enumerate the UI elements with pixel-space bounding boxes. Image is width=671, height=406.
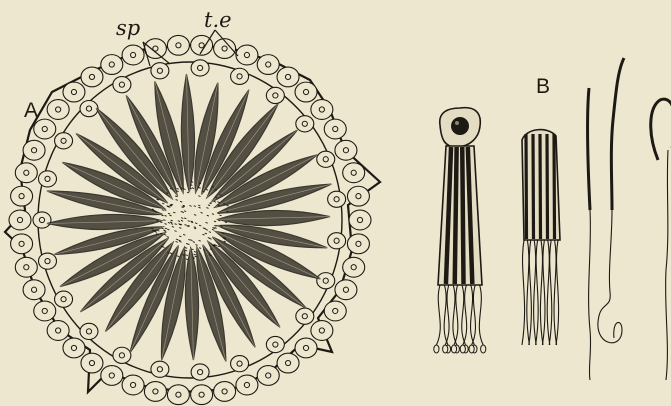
label-te: t.e [204,10,232,31]
sperm-bundle-free [522,130,560,345]
label-panel-b: B [536,76,550,97]
tubule-cross-section [5,35,380,404]
label-sp: sp [116,18,140,39]
single-spermatozoa [587,58,671,380]
label-panel-a: A [24,100,38,121]
sperm-bundle-with-nurse-cell [434,108,486,353]
